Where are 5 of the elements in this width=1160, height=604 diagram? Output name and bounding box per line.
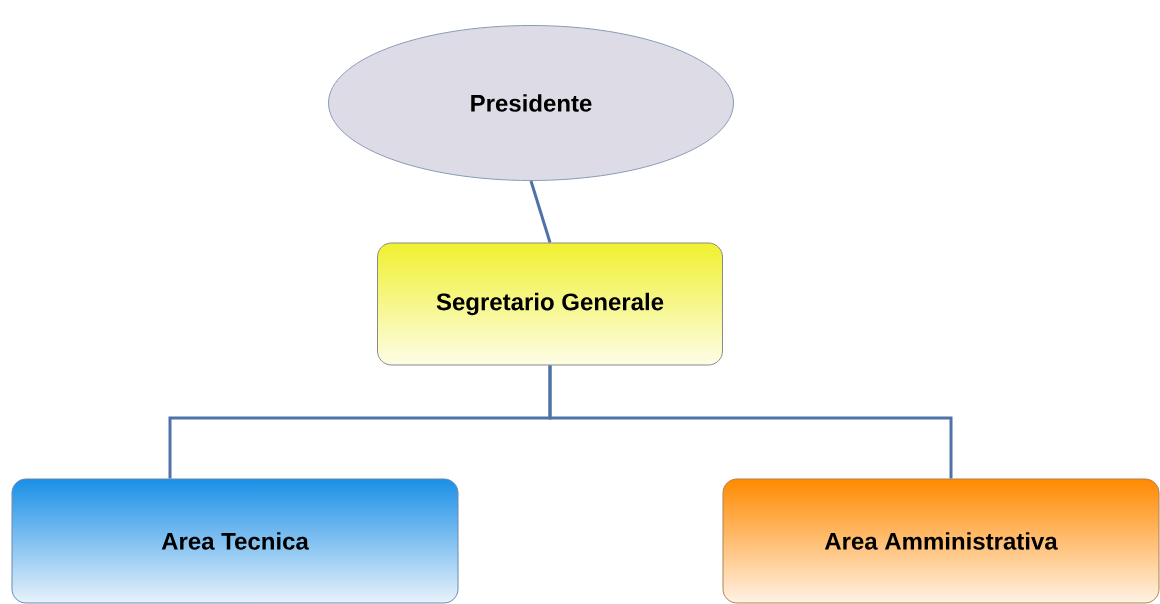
- connector-line: [529, 180, 552, 243]
- connector-line: [548, 365, 953, 479]
- org-box: Area Tecnica: [11, 478, 459, 604]
- org-box: Area Amministrativa: [722, 478, 1160, 604]
- org-box: Segretario Generale: [377, 242, 723, 366]
